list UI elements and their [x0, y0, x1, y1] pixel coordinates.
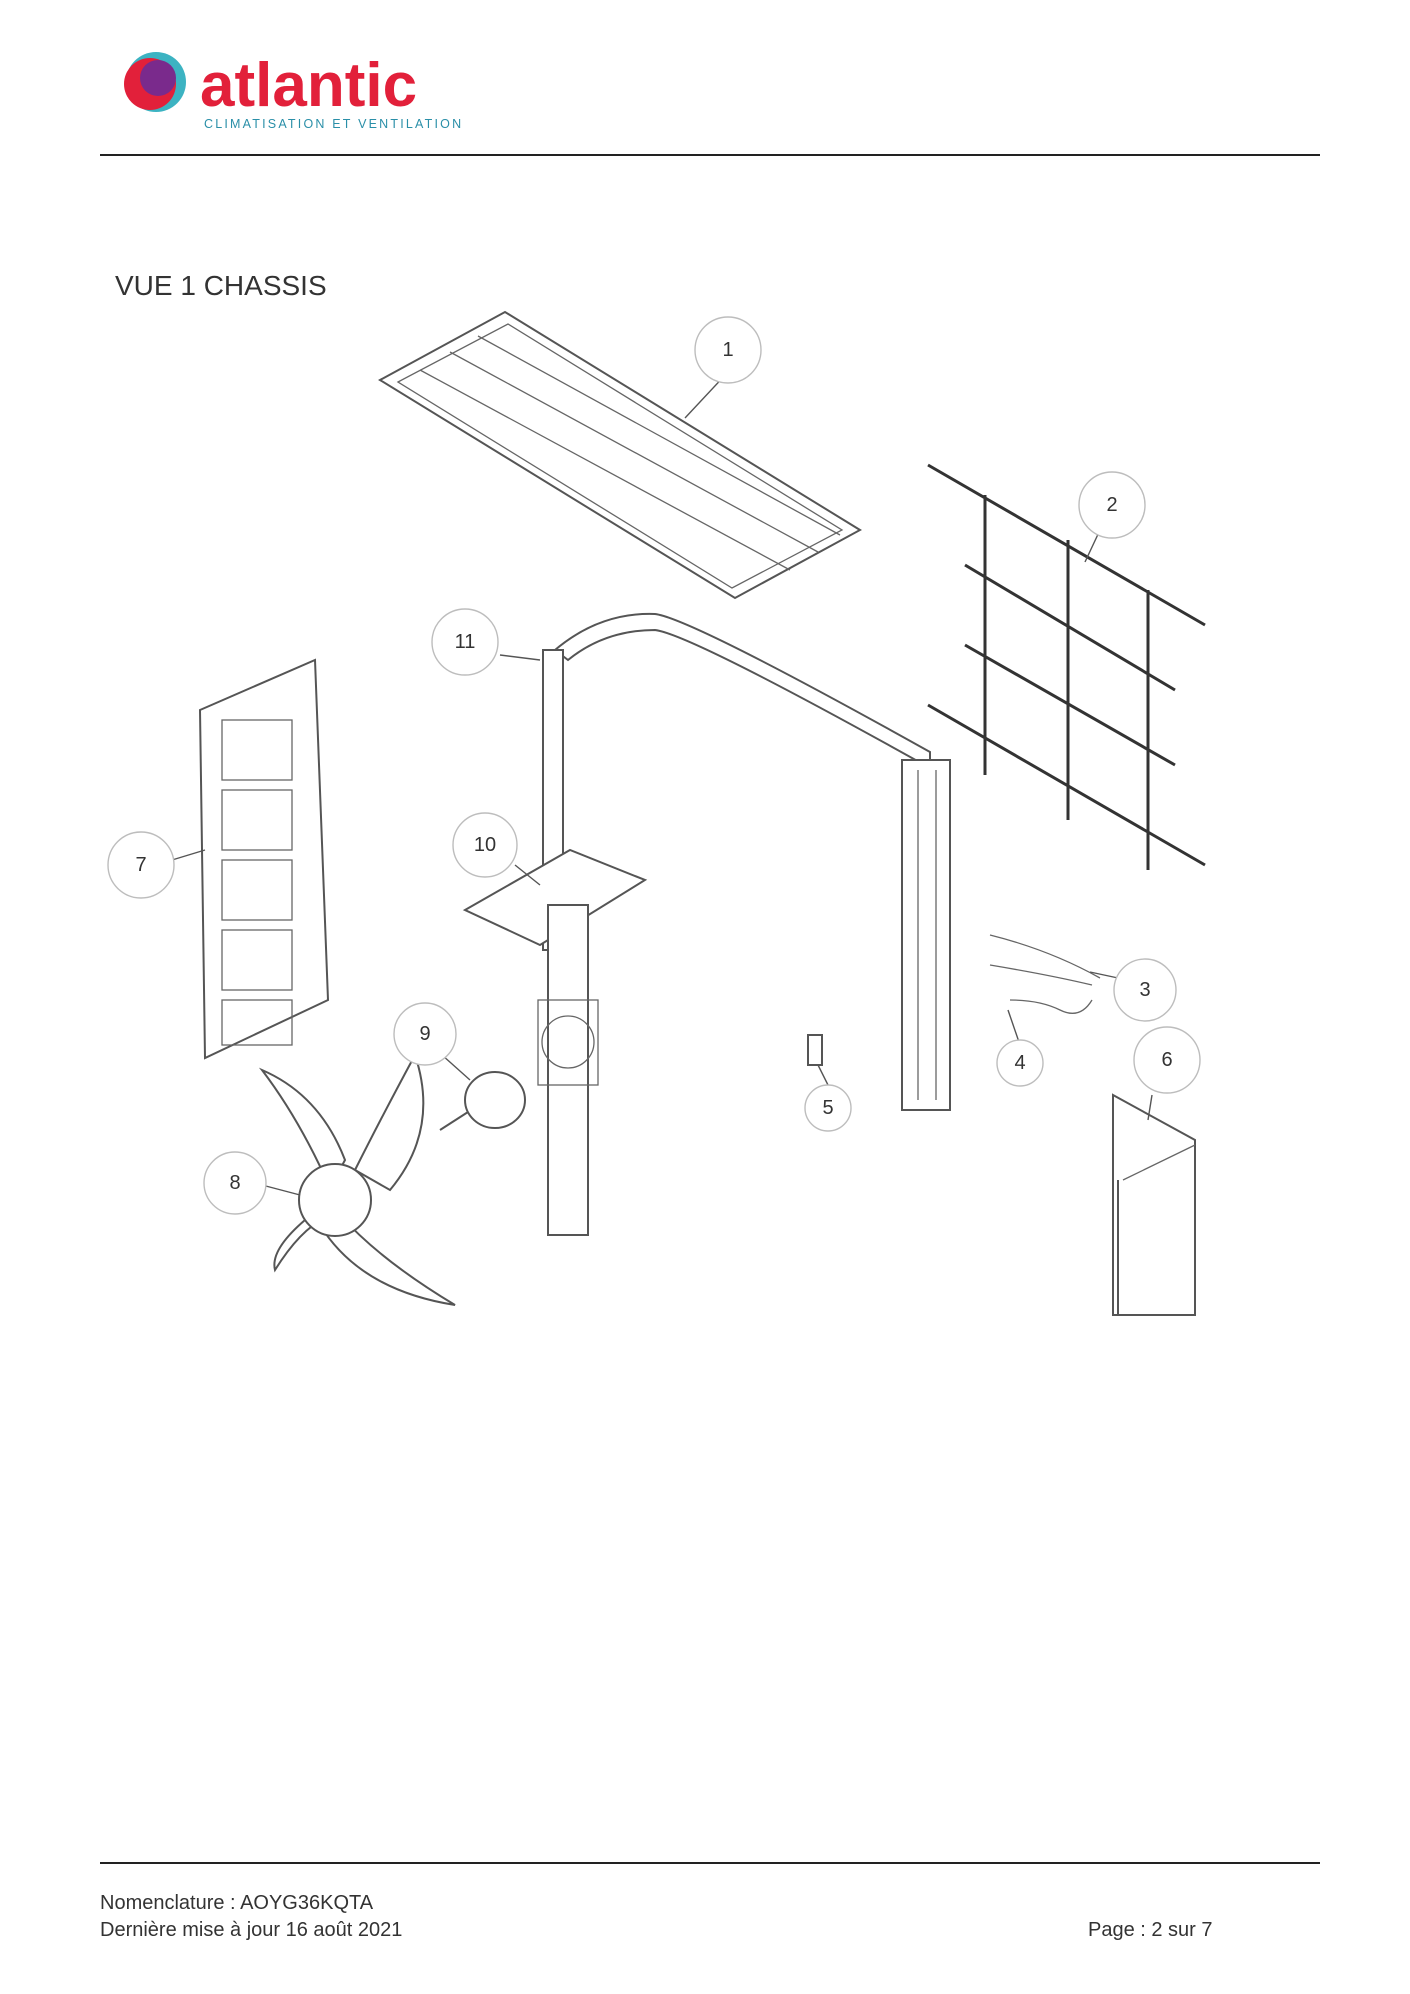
- callout-number: 9: [419, 1023, 430, 1045]
- footer-last-update: Dernière mise à jour 16 août 2021: [100, 1919, 403, 1941]
- footer-nomenclature: Nomenclature : AOYG36KQTA: [100, 1892, 374, 1914]
- callout-number: 4: [1014, 1052, 1025, 1074]
- callout-10: 10: [452, 812, 518, 878]
- callout-8: 8: [203, 1151, 267, 1215]
- view-title: VUE 1 CHASSIS: [115, 270, 327, 301]
- callout-number: 11: [455, 631, 476, 653]
- part-motor-support-plate: [462, 848, 648, 1236]
- callout-3: 3: [1113, 958, 1177, 1022]
- footer-page-number: Page : 2 sur 7: [1088, 1919, 1213, 1941]
- part-rear-grille: [927, 463, 1206, 870]
- footer-rule: [100, 1862, 1320, 1864]
- exploded-view-diagram: 1 2 3 4 5 6 7 8 9 10 11: [107, 310, 1206, 1316]
- callout-number: 5: [822, 1097, 833, 1119]
- callout-4: 4: [996, 1039, 1044, 1087]
- callout-number: 6: [1161, 1049, 1172, 1071]
- callout-9: 9: [393, 1002, 457, 1066]
- callout-number: 2: [1106, 494, 1117, 516]
- brand-name: atlantic: [200, 51, 417, 120]
- callout-7: 7: [107, 831, 175, 899]
- callout-number: 3: [1139, 979, 1150, 1001]
- callout-5: 5: [804, 1084, 852, 1132]
- callout-11: 11: [431, 608, 499, 676]
- callout-6: 6: [1133, 1026, 1201, 1094]
- callout-number: 7: [135, 854, 146, 876]
- part-sensor-wires: [989, 934, 1101, 1014]
- part-fan-blade: [258, 1052, 456, 1306]
- part-clip: [807, 1034, 823, 1066]
- callout-number: 8: [229, 1172, 240, 1194]
- callout-number: 10: [474, 834, 496, 856]
- callout-1: 1: [694, 316, 762, 384]
- part-top-panel: [378, 310, 862, 600]
- part-side-panel: [198, 658, 330, 1060]
- callout-2: 2: [1078, 471, 1146, 539]
- part-corner-panel: [1112, 1093, 1196, 1316]
- header-rule: [100, 154, 1320, 156]
- brand-tagline: CLIMATISATION ET VENTILATION: [204, 117, 463, 131]
- part-fan-motor: [439, 1071, 526, 1131]
- part-heat-exchanger: [542, 612, 951, 1111]
- atlantic-logo: atlantic CLIMATISATION ET VENTILATION: [124, 51, 463, 131]
- callout-number: 1: [722, 339, 733, 361]
